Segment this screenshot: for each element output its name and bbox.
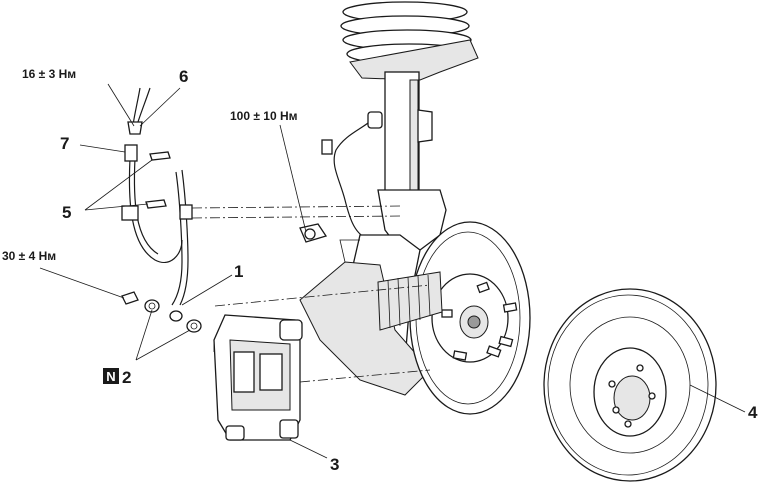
banjo-fitting (169, 310, 183, 322)
torque-label-union: 30 ± 4 Нм (2, 249, 56, 263)
leader-lines (39, 83, 746, 459)
brake-caliper (213, 314, 303, 441)
badge-letter: N (106, 369, 115, 384)
callout-2: 2 (122, 368, 131, 387)
callout-3: 3 (330, 455, 339, 474)
callout-7: 7 (60, 134, 69, 153)
torque-label-bolt: 100 ± 10 Нм (230, 109, 298, 123)
callout-5: 5 (62, 203, 71, 222)
callout-6: 6 (179, 67, 188, 86)
brake-rotor (543, 288, 717, 482)
hose-fitting (124, 144, 138, 162)
brake-hose (121, 144, 193, 322)
hub-rotor (377, 221, 531, 415)
hose-clip (121, 205, 139, 221)
new-part-badge: N (103, 368, 119, 384)
sensor-wire (127, 87, 151, 135)
coil-spring (340, 1, 479, 81)
washer-2 (186, 319, 202, 333)
callout-1: 1 (234, 262, 243, 281)
callout-4: 4 (748, 403, 758, 422)
strut (321, 71, 433, 241)
torque-label-hose: 16 ± 3 Нм (22, 67, 76, 81)
caliper-bolt (299, 223, 328, 243)
wheel-studs (441, 281, 518, 361)
washer-1 (144, 299, 160, 313)
union-bolt (121, 291, 202, 333)
alignment-lines (191, 205, 431, 383)
lower-arm (299, 239, 431, 396)
